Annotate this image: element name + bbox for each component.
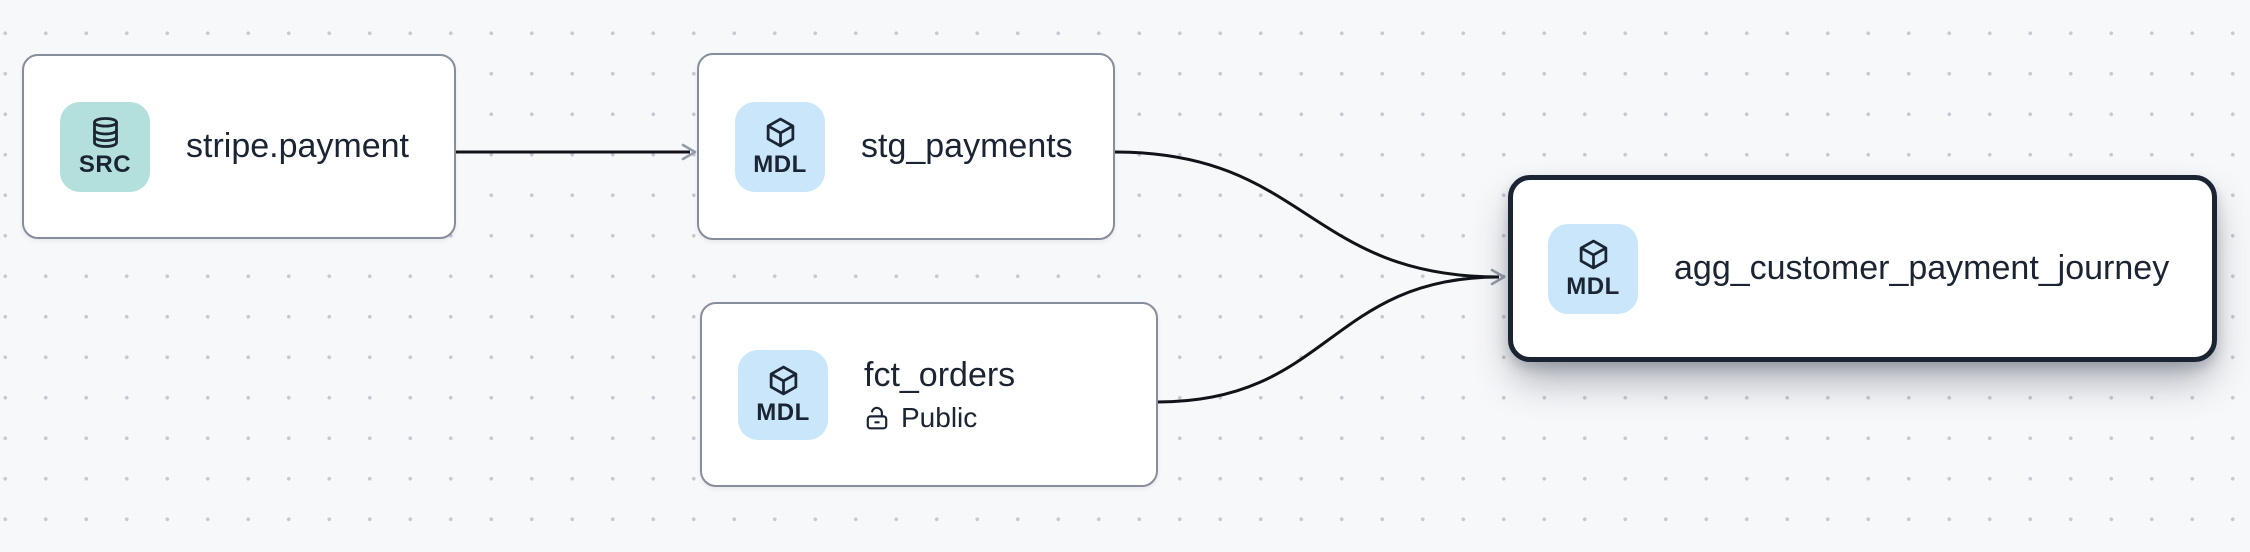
access-label: Public bbox=[901, 402, 978, 434]
node-title: fct_orders bbox=[864, 355, 1016, 394]
cube-icon bbox=[763, 116, 798, 149]
source-type-badge: SRC bbox=[60, 101, 150, 192]
badge-label: SRC bbox=[78, 151, 132, 178]
cube-icon bbox=[766, 364, 801, 397]
model-type-badge: MDL bbox=[735, 101, 825, 192]
node-fct-orders[interactable]: MDL fct_orders Public bbox=[700, 302, 1158, 487]
node-stg-payments[interactable]: MDL stg_payments bbox=[697, 53, 1115, 240]
badge-label: MDL bbox=[1566, 273, 1620, 300]
edge-fct-orders-to-agg[interactable] bbox=[1157, 275, 1500, 404]
badge-label: MDL bbox=[756, 399, 810, 426]
node-text-block: fct_orders Public bbox=[864, 355, 1015, 435]
database-icon bbox=[88, 116, 123, 149]
edge-stg-payments-to-agg[interactable] bbox=[1114, 150, 1500, 279]
badge-label: MDL bbox=[753, 151, 807, 178]
model-type-badge: MDL bbox=[738, 349, 828, 440]
arrowhead-icon bbox=[681, 143, 697, 161]
access-row: Public bbox=[864, 402, 1015, 434]
model-type-badge: MDL bbox=[1548, 223, 1638, 314]
unlock-icon bbox=[864, 405, 890, 431]
node-agg-customer-payment-journey[interactable]: MDL agg_customer_payment_journey bbox=[1508, 175, 2217, 362]
arrowhead-icon bbox=[1490, 268, 1506, 286]
cube-icon bbox=[1576, 238, 1611, 271]
node-title: agg_customer_payment_journey bbox=[1674, 249, 2170, 288]
node-title: stg_payments bbox=[861, 127, 1073, 166]
node-stripe-payment[interactable]: SRC stripe.payment bbox=[22, 54, 456, 239]
node-title: stripe.payment bbox=[186, 127, 409, 166]
